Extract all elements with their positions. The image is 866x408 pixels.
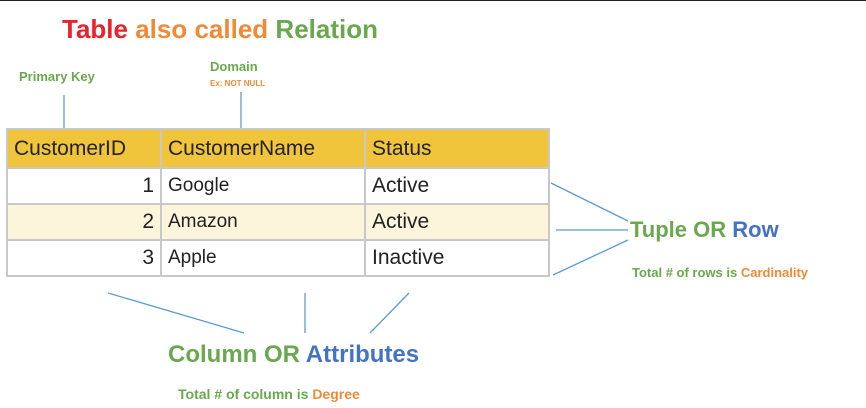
row1-connector: [550, 182, 629, 222]
cell-customer-id: 1: [6, 167, 162, 205]
row-text: Row: [732, 217, 779, 242]
col1-connector: [107, 292, 245, 334]
degree-term: Degree: [312, 386, 360, 402]
table-header-row: CustomerID CustomerName Status: [6, 128, 550, 169]
cell-status: Active: [364, 203, 550, 241]
cell-customer-name: Google: [160, 167, 366, 205]
cardinality-note: Total # of rows is Cardinality: [632, 265, 808, 280]
degree-note: Total # of column is Degree: [178, 386, 360, 402]
title-relation-word: Relation: [275, 14, 378, 44]
table-row: 3 Apple Inactive: [6, 239, 550, 277]
header-customer-name: CustomerName: [160, 128, 366, 169]
row3-connector: [552, 239, 629, 276]
col3-connector: [369, 292, 410, 334]
domain-example: Ex: NOT NULL: [210, 79, 266, 88]
top-border: [0, 0, 866, 1]
title-table-word: Table: [62, 14, 128, 44]
cell-customer-id: 3: [6, 239, 162, 277]
cardinality-term: Cardinality: [740, 265, 809, 280]
cardinality-prefix: Total # of rows is: [632, 265, 738, 280]
attributes-text: Attributes: [305, 341, 420, 368]
diagram-title: Table also called Relation: [62, 14, 378, 45]
domain-label: Domain: [210, 59, 258, 74]
tuple-or-text: Tuple OR: [630, 217, 727, 242]
degree-prefix: Total # of column is: [178, 386, 309, 402]
table-row: 2 Amazon Active: [6, 203, 550, 241]
cell-customer-name: Apple: [160, 239, 366, 277]
cell-customer-id: 2: [6, 203, 162, 241]
header-status: Status: [364, 128, 550, 169]
relation-table: CustomerID CustomerName Status 1 Google …: [6, 128, 550, 277]
column-or-text: Column OR: [168, 341, 300, 368]
cell-status: Inactive: [364, 239, 550, 277]
cell-status: Active: [364, 167, 550, 205]
column-attributes-label: Column OR Attributes: [168, 341, 419, 369]
header-customer-id: CustomerID: [6, 128, 162, 169]
primary-key-label: Primary Key: [19, 69, 95, 84]
cell-customer-name: Amazon: [160, 203, 366, 241]
tuple-row-label: Tuple OR Row: [630, 217, 779, 243]
table-row: 1 Google Active: [6, 167, 550, 205]
title-also-called: also called: [135, 14, 269, 44]
